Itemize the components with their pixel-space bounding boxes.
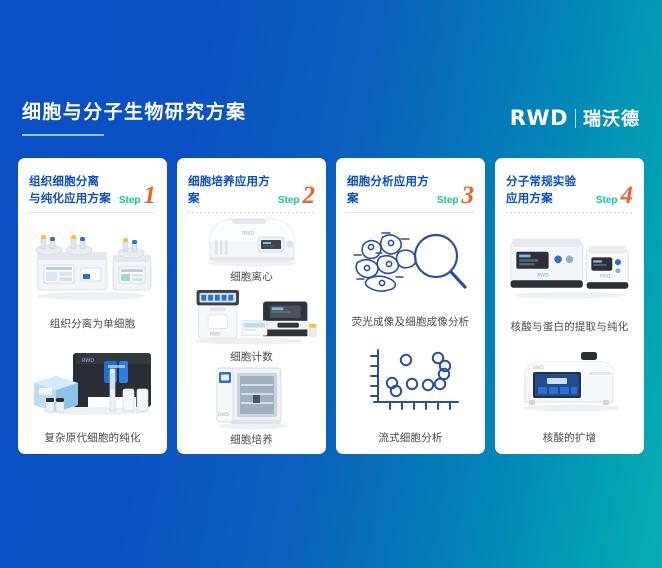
svg-text:RWD: RWD — [218, 412, 229, 418]
scatter-plot-icon — [344, 330, 477, 429]
page-header: 细胞与分子生物研究方案 RWD 瑞沃德 — [0, 96, 662, 152]
card-title-line-2: 与纯化应用方案 — [29, 192, 111, 205]
tissue-dissociator-icon — [26, 213, 159, 314]
card-block: RWD — [26, 332, 159, 447]
card-title: 分子常规实验 应用方案 — [506, 174, 576, 207]
pcr-thermocycler-icon: RWD — [503, 335, 636, 429]
card-block: 流式细胞分析 — [344, 330, 477, 447]
nucleic-acid-extractor-icon: RWD RWD — [503, 213, 636, 317]
logo-divider — [575, 108, 576, 128]
page-title-wrap: 细胞与分子生物研究方案 — [22, 96, 246, 136]
block-caption: 细胞培养 — [230, 434, 273, 447]
step-number: 3 — [461, 182, 475, 209]
step-badge: Step 1 — [118, 182, 157, 209]
svg-text:RWD: RWD — [210, 331, 221, 337]
card-title-line-2: 应用方案 — [506, 192, 553, 205]
block-caption: 核酸与蛋白的提取与纯化 — [510, 320, 629, 333]
card-title: 细胞培养应用方案 — [188, 174, 278, 207]
card-header: 细胞分析应用方案 Step 3 — [336, 158, 485, 213]
step-number: 2 — [302, 182, 316, 209]
solution-card-step-3[interactable]: 细胞分析应用方案 Step 3 — [336, 158, 485, 454]
card-divider — [29, 212, 156, 213]
step-number: 4 — [620, 182, 634, 209]
svg-text:RWD: RWD — [537, 272, 549, 278]
block-caption: 复杂原代细胞的纯化 — [44, 432, 141, 445]
svg-text:RWD: RWD — [600, 273, 611, 279]
card-block: RWD 细胞培养 — [185, 364, 318, 448]
card-divider — [347, 212, 474, 213]
card-block: RWD RWD 核酸与蛋白的提取与纯化 — [503, 213, 636, 335]
brand-logo: RWD 瑞沃德 — [510, 96, 640, 131]
title-underline — [22, 133, 104, 136]
solution-card-step-2[interactable]: 细胞培养应用方案 Step 2 — [177, 158, 326, 454]
card-title: 组织细胞分离 与纯化应用方案 — [29, 174, 111, 207]
step-label: Step — [595, 195, 618, 206]
block-caption: 细胞计数 — [230, 350, 273, 363]
step-badge: Step 3 — [436, 182, 475, 209]
svg-text:RWD: RWD — [82, 358, 94, 364]
card-body: 组织分离为单细胞 RWD — [18, 211, 167, 454]
step-badge: Step 4 — [595, 182, 634, 209]
card-body: RWD RWD 核酸与蛋白的提取与纯化 — [495, 211, 644, 454]
card-body: 荧光成像及细胞成像分析 — [336, 211, 485, 454]
card-divider — [188, 212, 315, 213]
card-title-line-1: 分子常规实验 — [506, 176, 577, 189]
centrifuge-icon: RWD — [185, 213, 318, 267]
solution-card-list: 组织细胞分离 与纯化应用方案 Step 1 — [18, 158, 644, 454]
cells-magnifier-icon — [344, 213, 477, 312]
solution-card-step-1[interactable]: 组织细胞分离 与纯化应用方案 Step 1 — [18, 158, 167, 454]
block-caption: 组织分离为单细胞 — [49, 317, 136, 330]
card-block: RWD 核酸的扩增 — [503, 335, 636, 447]
card-body: RWD 细胞离心 — [177, 211, 326, 454]
cell-counter-icon: RWD — [185, 285, 318, 347]
logo-wordmark: RWD — [509, 106, 568, 130]
block-caption: 流式细胞分析 — [378, 432, 443, 445]
step-label: Step — [277, 195, 300, 206]
card-title-line-1: 细胞分析应用方案 — [347, 176, 429, 205]
step-label: Step — [118, 195, 141, 206]
block-caption: 细胞离心 — [230, 271, 273, 283]
solution-card-step-4[interactable]: 分子常规实验 应用方案 Step 4 — [495, 158, 644, 454]
card-header: 分子常规实验 应用方案 Step 4 — [495, 158, 644, 213]
step-label: Step — [436, 195, 459, 206]
step-number: 1 — [143, 182, 157, 209]
co2-incubator-icon: RWD — [185, 364, 318, 430]
page-title: 细胞与分子生物研究方案 — [22, 102, 247, 123]
block-caption: 荧光成像及细胞成像分析 — [351, 315, 470, 328]
logo-chinese-name: 瑞沃德 — [583, 109, 640, 129]
card-header: 组织细胞分离 与纯化应用方案 Step 1 — [18, 158, 167, 213]
block-caption: 核酸的扩增 — [542, 432, 597, 445]
card-block: 荧光成像及细胞成像分析 — [344, 213, 477, 330]
step-badge: Step 2 — [277, 182, 316, 209]
card-block: RWD — [185, 285, 318, 365]
svg-text:RWD: RWD — [533, 365, 544, 371]
card-title-line-1: 细胞培养应用方案 — [188, 176, 270, 205]
card-block: 组织分离为单细胞 — [26, 213, 159, 332]
card-header: 细胞培养应用方案 Step 2 — [177, 158, 326, 213]
card-block: RWD 细胞离心 — [185, 213, 318, 285]
svg-text:RWD: RWD — [242, 231, 254, 237]
card-title: 细胞分析应用方案 — [347, 174, 437, 207]
cell-sorter-icon: RWD — [26, 332, 159, 429]
card-divider — [506, 212, 633, 213]
card-title-line-1: 组织细胞分离 — [29, 176, 100, 189]
